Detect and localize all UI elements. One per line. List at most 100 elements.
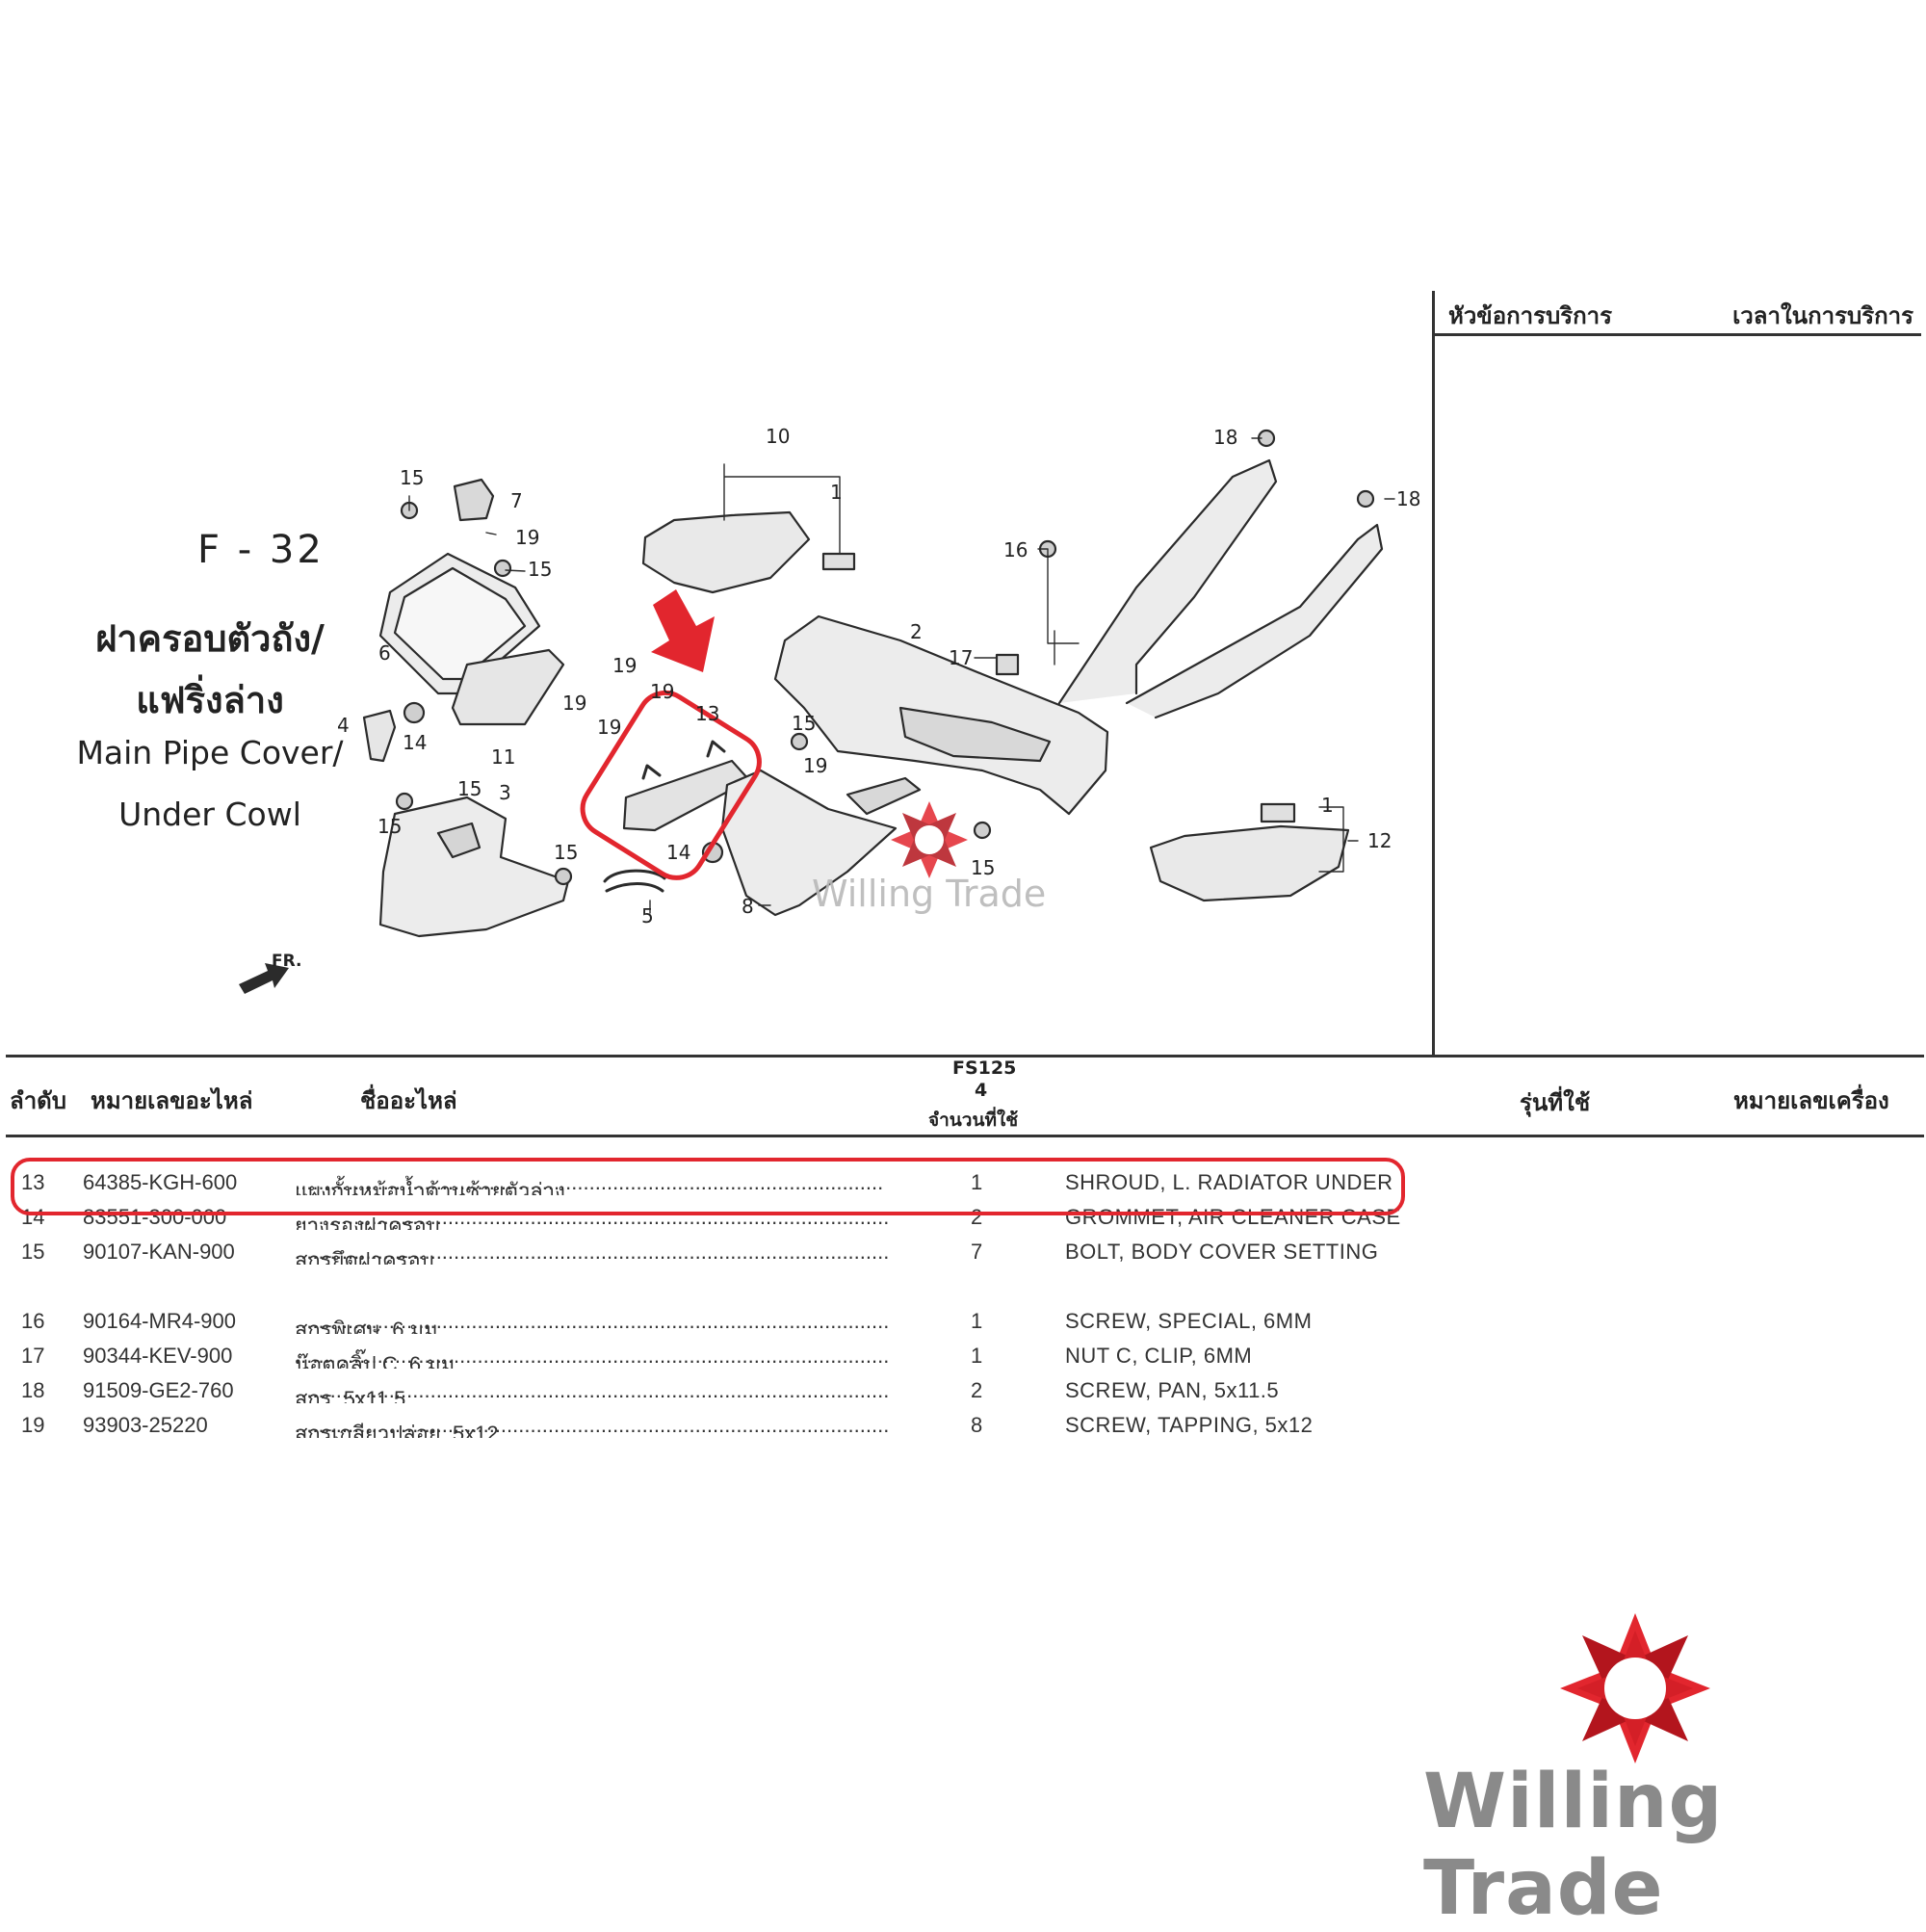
row-name-en: GROMMET, AIR CLEANER CASE (1065, 1205, 1401, 1229)
red-arrow (651, 589, 715, 672)
row-name-en: SCREW, SPECIAL, 6MM (1065, 1309, 1313, 1333)
row-name-en: SHROUD, L. RADIATOR UNDER (1065, 1170, 1393, 1194)
callout-10: 10 (766, 425, 790, 448)
row-name-en: NUT C, CLIP, 6MM (1065, 1344, 1253, 1368)
figure-code: F - 32 (197, 528, 325, 572)
exploded-view: 10 1 18 18 16 2 17 15 7 19 15 6 19 19 19… (239, 425, 1420, 994)
part-5-shape (603, 869, 666, 893)
callout-15f: 15 (554, 841, 578, 864)
row-name-th: สกรูเกลียวปล่อย, 5x12 ..................… (295, 1413, 890, 1438)
logo-text: Willing Trade (1423, 1759, 1724, 1932)
callout-19f: 19 (803, 754, 827, 777)
callout-19d: 19 (597, 716, 621, 739)
table-row: 14 83551-300-000 ยางรองฝาครอบ ..........… (0, 1201, 1926, 1234)
callout-15e: 15 (377, 815, 402, 838)
callout-19e: 19 (650, 680, 674, 703)
callout-18a: 18 (1213, 426, 1237, 449)
service-topic-header: หัวข้อการบริการ (1448, 302, 1613, 329)
part-3-shape (378, 796, 570, 938)
part-10-shape (641, 510, 811, 594)
row-qty: 1 (971, 1344, 983, 1368)
callout-1a: 1 (830, 481, 843, 504)
callout-19c: 19 (562, 692, 586, 715)
part-fastener-bracket (846, 776, 922, 816)
callout-8: 8 (742, 895, 754, 918)
header-model: FS125 (952, 1057, 1017, 1079)
parts-diagram: F - 32 ฝาครอบตัวถัง/ แฟริ่งล่าง Main Pip… (0, 0, 1433, 1059)
row-qty: 8 (971, 1413, 983, 1437)
callout-6: 6 (378, 641, 391, 665)
row-no: 19 (21, 1413, 45, 1437)
part-8-shape (720, 769, 898, 917)
row-no: 15 (21, 1240, 45, 1264)
part-17-shape (995, 653, 1020, 676)
row-13-highlight (11, 1158, 1405, 1215)
row-qty: 7 (971, 1240, 983, 1264)
row-name-en: BOLT, BODY COVER SETTING (1065, 1240, 1379, 1264)
callout-19a: 19 (515, 526, 539, 549)
row-part-number: 90344-KEV-900 (83, 1344, 233, 1368)
row-name-en: SCREW, TAPPING, 5x12 (1065, 1413, 1314, 1437)
part-4-shape (362, 709, 397, 763)
callout-15a: 15 (400, 466, 424, 489)
part-7-shape (453, 478, 495, 522)
header-part-number: หมายเลขอะไหล่ (91, 1087, 253, 1114)
callout-11: 11 (491, 745, 515, 769)
callout-18b: 18 (1396, 487, 1420, 510)
service-panel: หัวข้อการบริการ เวลาในการบริการ (1432, 291, 1926, 1057)
callout-19b: 19 (612, 654, 637, 677)
header-quantity: จำนวนที่ใช้ (928, 1110, 1019, 1131)
row-name-th: สกรูยึดฝาครอบ ..........................… (295, 1240, 890, 1265)
part-1-shape-a (821, 552, 856, 571)
callout-13: 13 (695, 702, 719, 725)
row-no: 18 (21, 1378, 45, 1402)
callout-5: 5 (641, 904, 654, 927)
figure-title-th-2: แฟริ่งล่าง (136, 679, 284, 721)
row-part-number: 90107-KAN-900 (83, 1240, 235, 1264)
callout-2: 2 (910, 620, 923, 643)
row-part-number: 93903-25220 (83, 1413, 208, 1437)
callout-7: 7 (510, 489, 523, 512)
row-name-th: ยางรองฝาครอบ ...........................… (295, 1205, 890, 1230)
row-no: 17 (21, 1344, 45, 1368)
callout-15d: 15 (457, 777, 482, 800)
callout-1b: 1 (1321, 794, 1334, 817)
row-name-th: สกรู, 5x11.5 ...........................… (295, 1378, 890, 1403)
callout-17: 17 (949, 646, 973, 669)
figure-title-en-1: Main Pipe Cover/ (76, 734, 344, 771)
part-12-shape (1149, 824, 1350, 902)
front-label: FR. (272, 952, 301, 971)
service-panel-header: หัวข้อการบริการ เวลาในการบริการ (1435, 291, 1921, 336)
header-part-name: ชื่ออะไหล่ (360, 1087, 457, 1114)
table-row: 18 91509-GE2-760 สกรู, 5x11.5 ..........… (0, 1374, 1926, 1407)
callout-16: 16 (1003, 538, 1028, 561)
willing-trade-logo-icon (1560, 1613, 1710, 1763)
row-qty: 1 (971, 1170, 983, 1194)
row-name-th: น๊อตคลิ๊ป C, 6 มม. .....................… (295, 1344, 890, 1369)
figure-title-th-1: ฝาครอบตัวถัง/ (95, 617, 325, 660)
table-rule-mid (6, 1135, 1924, 1137)
watermark-text: Willing Trade (812, 873, 1047, 915)
part-11-shape (451, 648, 565, 726)
header-engine-number: หมายเลขเครื่อง (1733, 1087, 1889, 1114)
row-no: 16 (21, 1309, 45, 1333)
table-row: 16 90164-MR4-900 สกรูพิเศษ, 6 มม. ......… (0, 1305, 1926, 1338)
row-qty: 1 (971, 1309, 983, 1333)
callout-12: 12 (1367, 829, 1392, 852)
row-name-th: สกรูพิเศษ, 6 มม. .......................… (295, 1309, 890, 1334)
callout-14a: 14 (403, 731, 427, 754)
part-13-shape (622, 759, 751, 832)
row-qty: 2 (971, 1205, 983, 1229)
service-time-header: เวลาในการบริการ (1732, 302, 1913, 329)
callout-14b: 14 (666, 841, 690, 864)
header-no: ลำดับ (10, 1087, 67, 1114)
watermark-logo (891, 801, 968, 878)
part-1-shape-b (1260, 802, 1296, 823)
callout-15c: 15 (792, 712, 816, 735)
row-name-th: แผงกั้นหม้อน้ำด้านซ้ายตัวล่าง ..........… (295, 1170, 884, 1195)
header-model-sub: 4 (975, 1080, 988, 1101)
part-13-highlight-box (580, 690, 762, 880)
callout-4: 4 (337, 714, 350, 737)
row-part-number: 64385-KGH-600 (83, 1170, 238, 1194)
row-part-number: 83551-300-000 (83, 1205, 227, 1229)
